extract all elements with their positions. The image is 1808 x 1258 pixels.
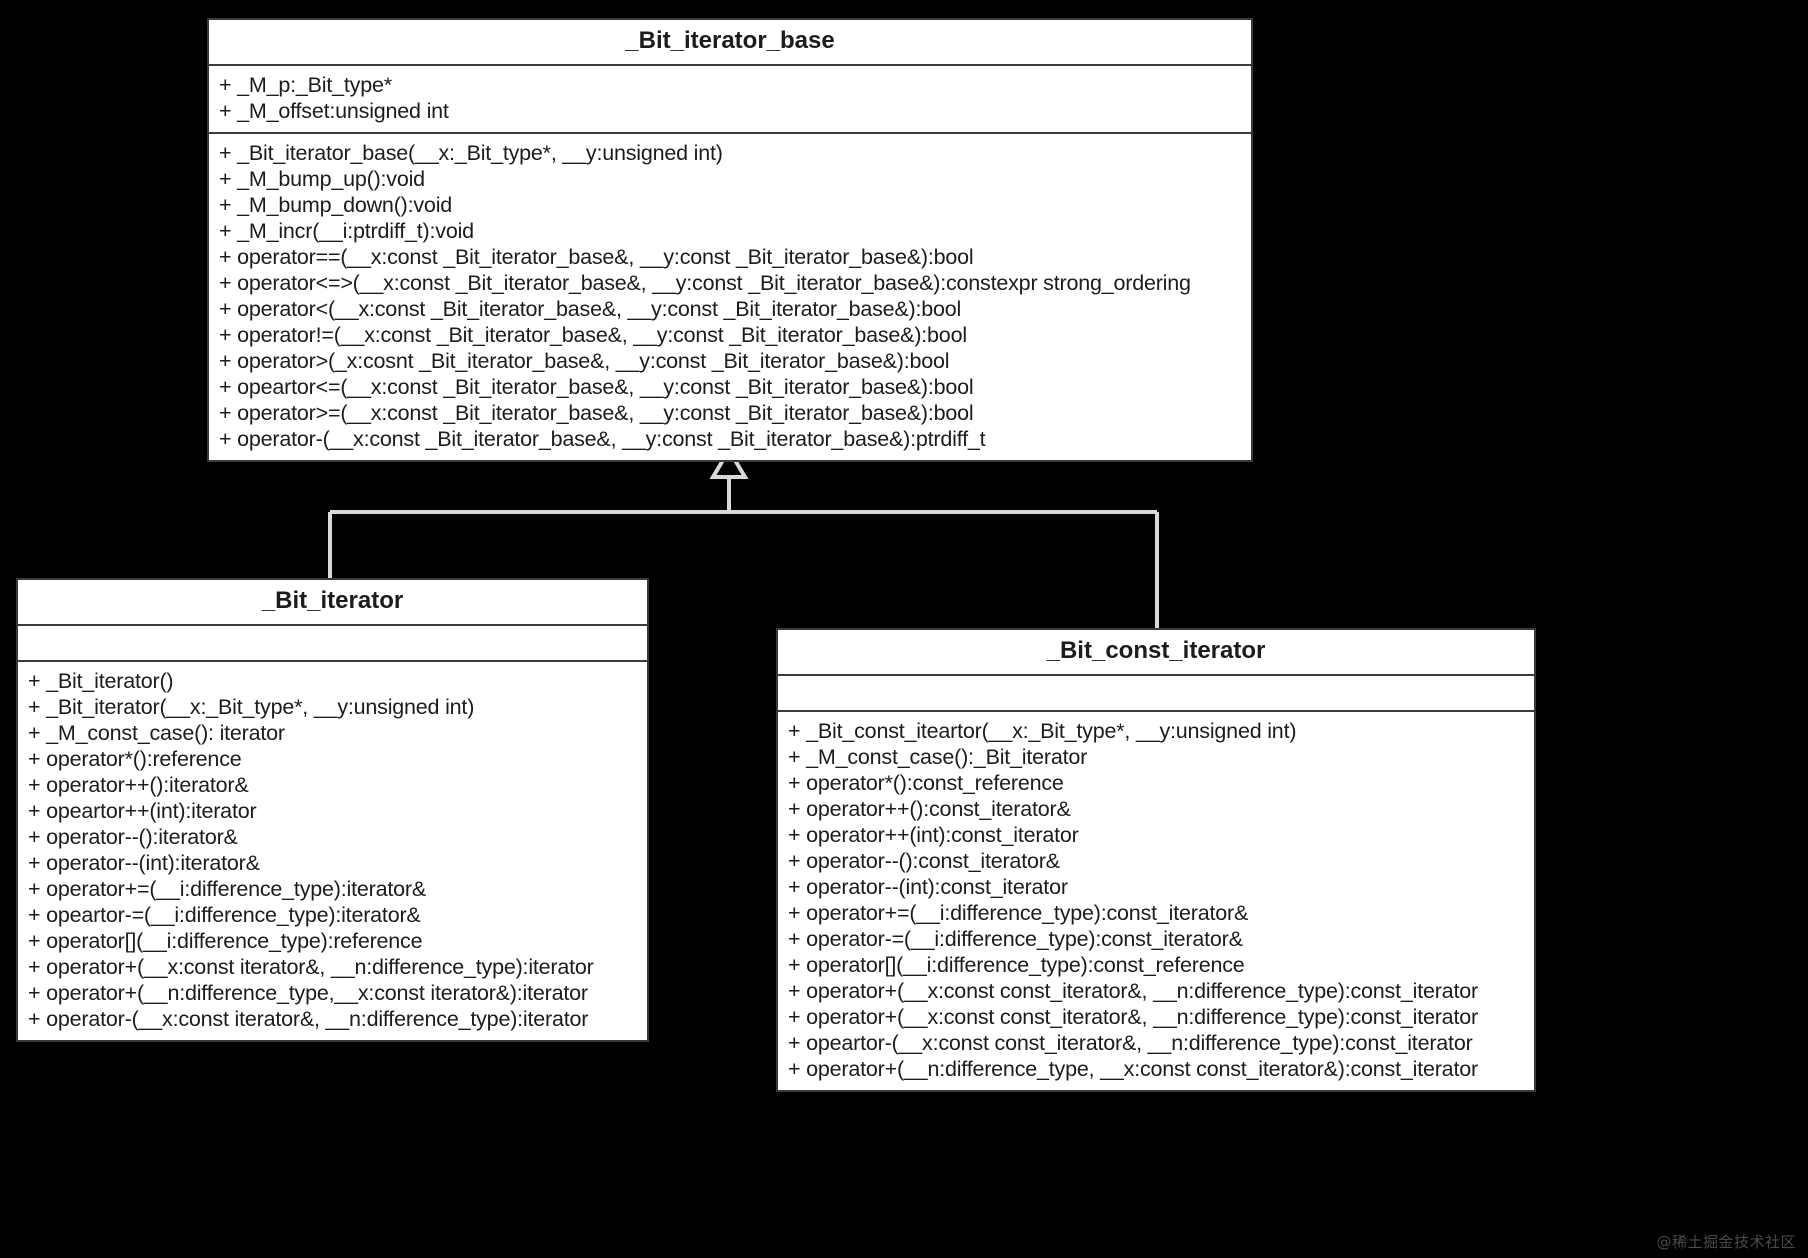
operation-row: + operator++():const_iterator& [788, 797, 1071, 821]
operations-compartment-bit-const-iterator: + _Bit_const_iteartor(__x:_Bit_type*, __… [778, 712, 1534, 1090]
operation-row: + operator[](__i:difference_type):const_… [788, 953, 1245, 977]
operation-row: + operator-(__x:const iterator&, __n:dif… [28, 1007, 589, 1031]
operation-row: + _M_const_case(): iterator [28, 721, 285, 745]
operations-compartment-bit-iterator-base: + _Bit_iterator_base(__x:_Bit_type*, __y… [209, 134, 1251, 460]
operation-row: + operator-(__x:const _Bit_iterator_base… [219, 427, 986, 451]
attributes-compartment-bit-iterator-base: + _M_p:_Bit_type* + _M_offset:unsigned i… [209, 66, 1251, 134]
operation-row: + operator!=(__x:const _Bit_iterator_bas… [219, 323, 967, 347]
operation-row: + _M_bump_up():void [219, 167, 425, 191]
operation-row: + operator<(__x:const _Bit_iterator_base… [219, 297, 962, 321]
class-title-bit-iterator: _Bit_iterator [18, 580, 647, 626]
operation-row: + _M_incr(__i:ptrdiff_t):void [219, 219, 474, 243]
operation-row: + opeartor-=(__i:difference_type):iterat… [28, 903, 421, 927]
operation-row: + operator++():iterator& [28, 773, 249, 797]
operation-row: + operator+(__x:const const_iterator&, _… [788, 1005, 1478, 1029]
operation-row: + _Bit_const_iteartor(__x:_Bit_type*, __… [788, 719, 1297, 743]
operation-row: + operator*():const_reference [788, 771, 1064, 795]
operation-row: + operator[](__i:difference_type):refere… [28, 929, 423, 953]
operation-row: + operator+=(__i:difference_type):iterat… [28, 877, 426, 901]
operation-row: + operator+(__n:difference_type,__x:cons… [28, 981, 588, 1005]
operation-row: + operator+=(__i:difference_type):const_… [788, 901, 1249, 925]
operation-row: + _Bit_iterator(__x:_Bit_type*, __y:unsi… [28, 695, 475, 719]
operation-row: + operator+(__n:difference_type, __x:con… [788, 1057, 1478, 1081]
class-box-bit-iterator-base[interactable]: _Bit_iterator_base + _M_p:_Bit_type* + _… [207, 18, 1253, 462]
operation-row: + opeartor<=(__x:const _Bit_iterator_bas… [219, 375, 974, 399]
operation-row: + operator--():const_iterator& [788, 849, 1060, 873]
class-title-bit-const-iterator: _Bit_const_iterator [778, 630, 1534, 676]
operation-row: + _Bit_iterator_base(__x:_Bit_type*, __y… [219, 141, 723, 165]
operation-row: + _Bit_iterator() [28, 669, 174, 693]
operation-row: + operator*():reference [28, 747, 242, 771]
class-box-bit-const-iterator[interactable]: _Bit_const_iterator + _Bit_const_itearto… [776, 628, 1536, 1092]
operation-row: + operator-=(__i:difference_type):const_… [788, 927, 1243, 951]
operation-row: + operator++(int):const_iterator [788, 823, 1079, 847]
operation-row: + operator+(__x:const const_iterator&, _… [788, 979, 1478, 1003]
class-title-bit-iterator-base: _Bit_iterator_base [209, 20, 1251, 66]
operation-row: + operator==(__x:const _Bit_iterator_bas… [219, 245, 974, 269]
attribute-row: + _M_p:_Bit_type* [219, 73, 392, 97]
operation-row: + _M_bump_down():void [219, 193, 453, 217]
operation-row: + _M_const_case():_Bit_iterator [788, 745, 1088, 769]
attribute-row: + _M_offset:unsigned int [219, 99, 449, 123]
operations-compartment-bit-iterator: + _Bit_iterator() + _Bit_iterator(__x:_B… [18, 662, 647, 1040]
operation-row: + operator+(__x:const iterator&, __n:dif… [28, 955, 594, 979]
operation-row: + operator>=(__x:const _Bit_iterator_bas… [219, 401, 974, 425]
operation-row: + operator>(_x:cosnt _Bit_iterator_base&… [219, 349, 950, 373]
operation-row: + operator--():iterator& [28, 825, 238, 849]
watermark-text: @稀土掘金技术社区 [1656, 1233, 1796, 1251]
operation-row: + opeartor++(int):iterator [28, 799, 257, 823]
class-box-bit-iterator[interactable]: _Bit_iterator + _Bit_iterator() + _Bit_i… [16, 578, 649, 1042]
operation-row: + operator--(int):const_iterator [788, 875, 1068, 899]
operation-row: + operator--(int):iterator& [28, 851, 260, 875]
attributes-compartment-bit-const-iterator [778, 676, 1534, 712]
operation-row: + opeartor-(__x:const const_iterator&, _… [788, 1031, 1473, 1055]
operation-row: + operator<=>(__x:const _Bit_iterator_ba… [219, 271, 1191, 295]
attributes-compartment-bit-iterator [18, 626, 647, 662]
